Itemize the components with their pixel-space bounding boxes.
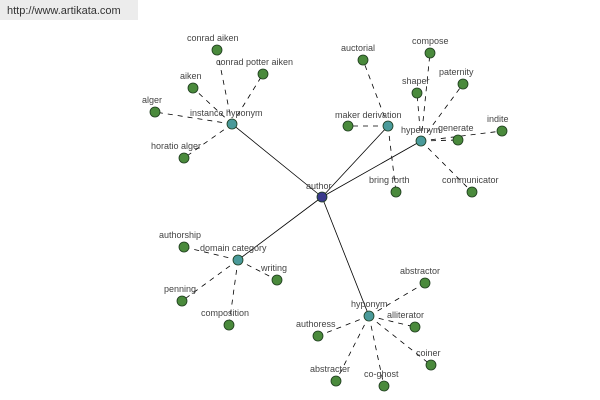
hub-node-author[interactable]	[316, 191, 328, 203]
leaf-node-auctorial[interactable]	[357, 54, 369, 66]
relation-node-domain_category-label: domain category	[200, 243, 267, 253]
watermark-url: http://www.artikata.com	[0, 0, 138, 20]
relation-node-maker_derivation[interactable]	[382, 120, 394, 132]
leaf-node-shaper[interactable]	[411, 87, 423, 99]
relation-node-hypernym-label: hypernym	[401, 125, 441, 135]
leaf-node-conrad_potter_aiken-label: conrad potter aiken	[216, 57, 293, 67]
edge-hypernym-communicator	[420, 140, 473, 193]
leaf-node-composition[interactable]	[223, 319, 235, 331]
leaf-node-compose-label: compose	[412, 36, 449, 46]
edge-hyponym-alliterator	[368, 315, 416, 328]
leaf-node-writing-label: writing	[260, 263, 287, 273]
relation-node-hyponym-label: hyponym	[351, 299, 388, 309]
leaf-node-conrad_potter_aiken[interactable]	[257, 68, 269, 80]
leaf-node-penning[interactable]	[176, 295, 188, 307]
leaf-node-abstractor-label: abstractor	[400, 266, 440, 276]
relation-node-maker_derivation-label: maker derivation	[335, 110, 402, 120]
edge-maker_derivation-auctorial	[362, 59, 389, 127]
leaf-node-writing[interactable]	[271, 274, 283, 286]
leaf-node-communicator-label: communicator	[442, 175, 499, 185]
edge-hyponym-co_ghost	[368, 315, 385, 387]
edge-hypernym-generate	[420, 139, 459, 142]
hub-node-author-label: author	[306, 181, 332, 191]
leaf-node-conrad_aiken-label: conrad aiken	[187, 33, 239, 43]
edge-author-instance_hyponym	[231, 123, 323, 198]
relation-node-hypernym[interactable]	[415, 135, 427, 147]
edge-domain_category-composition	[228, 259, 239, 326]
leaf-node-authorship[interactable]	[178, 241, 190, 253]
leaf-node-abstracter-label: abstracter	[310, 364, 350, 374]
edge-hypernym-compose	[420, 52, 431, 142]
leaf-node-abstractor[interactable]	[419, 277, 431, 289]
leaf-node-bring_forth[interactable]	[390, 186, 402, 198]
leaf-node-paternity[interactable]	[457, 78, 469, 90]
relation-node-hyponym[interactable]	[363, 310, 375, 322]
edge-hyponym-abstractor	[368, 282, 426, 317]
leaf-node-conrad_aiken[interactable]	[211, 44, 223, 56]
leaf-node-horatio_alger[interactable]	[178, 152, 190, 164]
leaf-node-bring_forth-label: bring forth	[369, 175, 410, 185]
leaf-node-alger[interactable]	[149, 106, 161, 118]
leaf-node-indite[interactable]	[496, 125, 508, 137]
leaf-node-paternity-label: paternity	[439, 67, 474, 77]
edge-instance_hyponym-aiken	[192, 87, 233, 125]
leaf-node-alger-label: alger	[142, 95, 162, 105]
relation-node-instance_hyponym-label: instance hyponym	[190, 108, 263, 118]
leaf-node-coiner-label: coiner	[416, 348, 441, 358]
leaf-node-generate-label: generate	[438, 123, 474, 133]
leaf-node-aiken-label: aiken	[180, 71, 202, 81]
edge-instance_hyponym-conrad_aiken	[216, 49, 233, 125]
edge-domain_category-writing	[237, 259, 278, 281]
edge-maker_derivation-bring_forth	[387, 125, 397, 193]
relation-node-domain_category[interactable]	[232, 254, 244, 266]
leaf-node-communicator[interactable]	[466, 186, 478, 198]
edge-author-hypernym	[321, 140, 422, 198]
leaf-node-shaper-label: shaper	[402, 76, 430, 86]
leaf-node-co_ghost[interactable]	[378, 380, 390, 392]
leaf-node-penning-label: penning	[164, 284, 196, 294]
edge-author-domain_category	[237, 196, 323, 261]
edge-author-maker_derivation	[321, 125, 389, 198]
edge-instance_hyponym-alger	[154, 111, 233, 125]
edge-hypernym-paternity	[420, 83, 464, 142]
edge-hyponym-coiner	[368, 315, 432, 366]
leaf-node-alliterator[interactable]	[409, 321, 421, 333]
edge-author-hyponym	[321, 196, 370, 317]
leaf-node-indite-label: indite	[487, 114, 509, 124]
relation-node-instance_hyponym[interactable]	[226, 118, 238, 130]
leaf-node-authoress-label: authoress	[296, 319, 336, 329]
leaf-node-auctorial-label: auctorial	[341, 43, 375, 53]
leaf-node-compose[interactable]	[424, 47, 436, 59]
leaf-node-authorship-label: authorship	[159, 230, 201, 240]
leaf-node-composition-label: composition	[201, 308, 249, 318]
leaf-node-coiner[interactable]	[425, 359, 437, 371]
leaf-node-aiken[interactable]	[187, 82, 199, 94]
leaf-node-maker[interactable]	[342, 120, 354, 132]
leaf-node-co_ghost-label: co-ghost	[364, 369, 399, 379]
edge-hyponym-abstracter	[335, 315, 370, 382]
edge-domain_category-penning	[181, 259, 239, 302]
leaf-node-alliterator-label: alliterator	[387, 310, 424, 320]
leaf-node-abstracter[interactable]	[330, 375, 342, 387]
edge-hypernym-shaper	[416, 92, 422, 142]
leaf-node-horatio_alger-label: horatio alger	[151, 141, 201, 151]
leaf-node-authoress[interactable]	[312, 330, 324, 342]
leaf-node-generate[interactable]	[452, 134, 464, 146]
